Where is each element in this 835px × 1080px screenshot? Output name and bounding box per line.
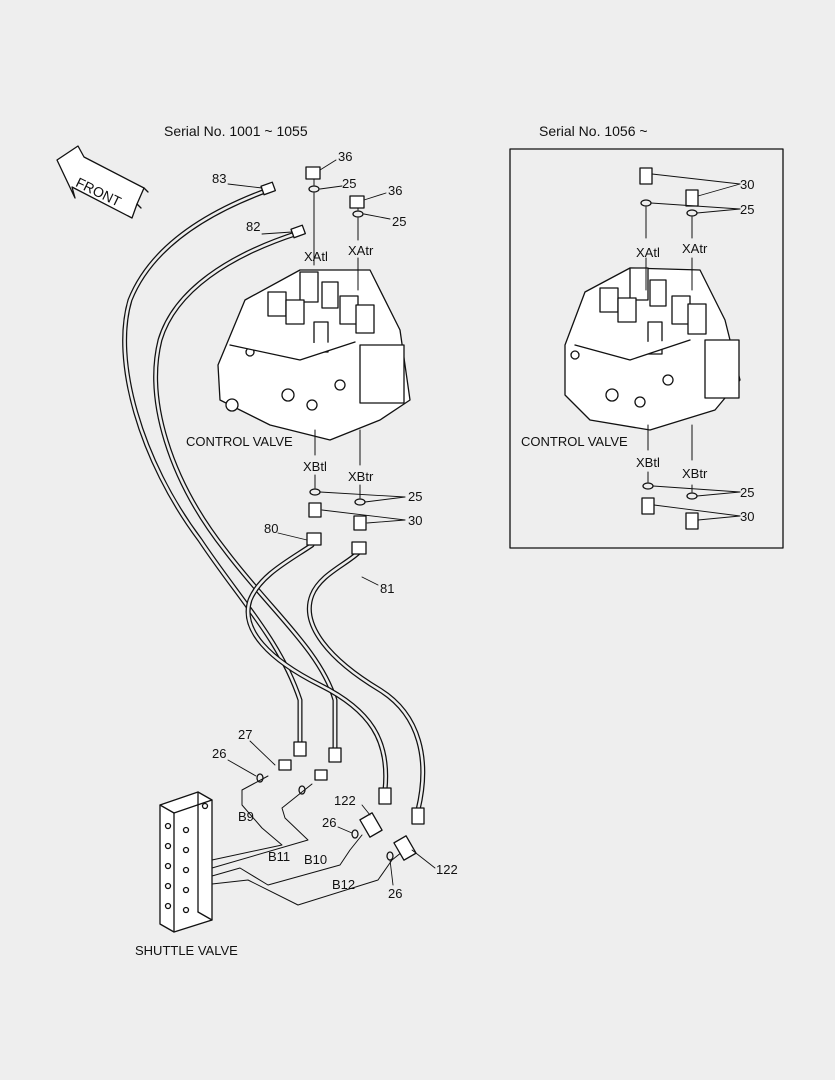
port-xatr-left: XAtr — [348, 243, 374, 258]
shuttle-valve — [159, 791, 213, 933]
port-xatl-right: XAtl — [636, 245, 660, 260]
part-83: 83 — [212, 171, 227, 186]
part-25-b: 25 — [392, 214, 407, 229]
port-xbtr-right: XBtr — [682, 466, 708, 481]
part-26-c: 26 — [388, 886, 403, 901]
left-control-valve — [217, 269, 411, 441]
right-control-valve — [564, 267, 741, 431]
port-xbtr-left: XBtr — [348, 469, 374, 484]
part-25-c: 25 — [408, 489, 423, 504]
part-81: 81 — [380, 581, 395, 596]
port-xatr-right: XAtr — [682, 241, 708, 256]
hose-80 — [245, 542, 389, 793]
port-xbtl-right: XBtl — [636, 455, 660, 470]
part-26-a: 26 — [212, 746, 227, 761]
part-36-a: 36 — [338, 149, 353, 164]
part-30-right-b: 30 — [740, 509, 755, 524]
left-serial-label: Serial No. 1001 ~ 1055 — [164, 123, 308, 139]
part-27: 27 — [238, 727, 253, 742]
part-25-a: 25 — [342, 176, 357, 191]
hose-83 — [122, 187, 303, 748]
shuttle-port-b11: B11 — [268, 849, 291, 864]
part-36-b: 36 — [388, 183, 403, 198]
part-30-left: 30 — [408, 513, 423, 528]
right-panel-frame — [509, 148, 784, 549]
shuttle-port-b10: B10 — [304, 852, 328, 867]
part-122-a: 122 — [334, 793, 356, 808]
hose-81 — [306, 550, 426, 813]
part-82: 82 — [246, 219, 261, 234]
part-26-b: 26 — [322, 815, 337, 830]
part-80: 80 — [264, 521, 279, 536]
port-xatl-left: XAtl — [304, 249, 328, 264]
left-control-valve-label: CONTROL VALVE — [186, 434, 293, 449]
shuttle-valve-label: SHUTTLE VALVE — [135, 943, 238, 958]
leader-lines — [227, 159, 741, 886]
right-serial-label: Serial No. 1056 ~ — [539, 123, 648, 139]
front-arrow — [56, 145, 149, 219]
part-30-right-a: 30 — [740, 177, 755, 192]
shuttle-connections — [211, 775, 403, 906]
part-25-right-a: 25 — [740, 202, 755, 217]
right-control-valve-label: CONTROL VALVE — [521, 434, 628, 449]
hose-82 — [153, 230, 338, 753]
part-25-right-b: 25 — [740, 485, 755, 500]
port-xbtl-left: XBtl — [303, 459, 327, 474]
part-122-b: 122 — [436, 862, 458, 877]
shuttle-port-b12: B12 — [332, 877, 356, 892]
shuttle-port-b9: B9 — [238, 809, 254, 824]
